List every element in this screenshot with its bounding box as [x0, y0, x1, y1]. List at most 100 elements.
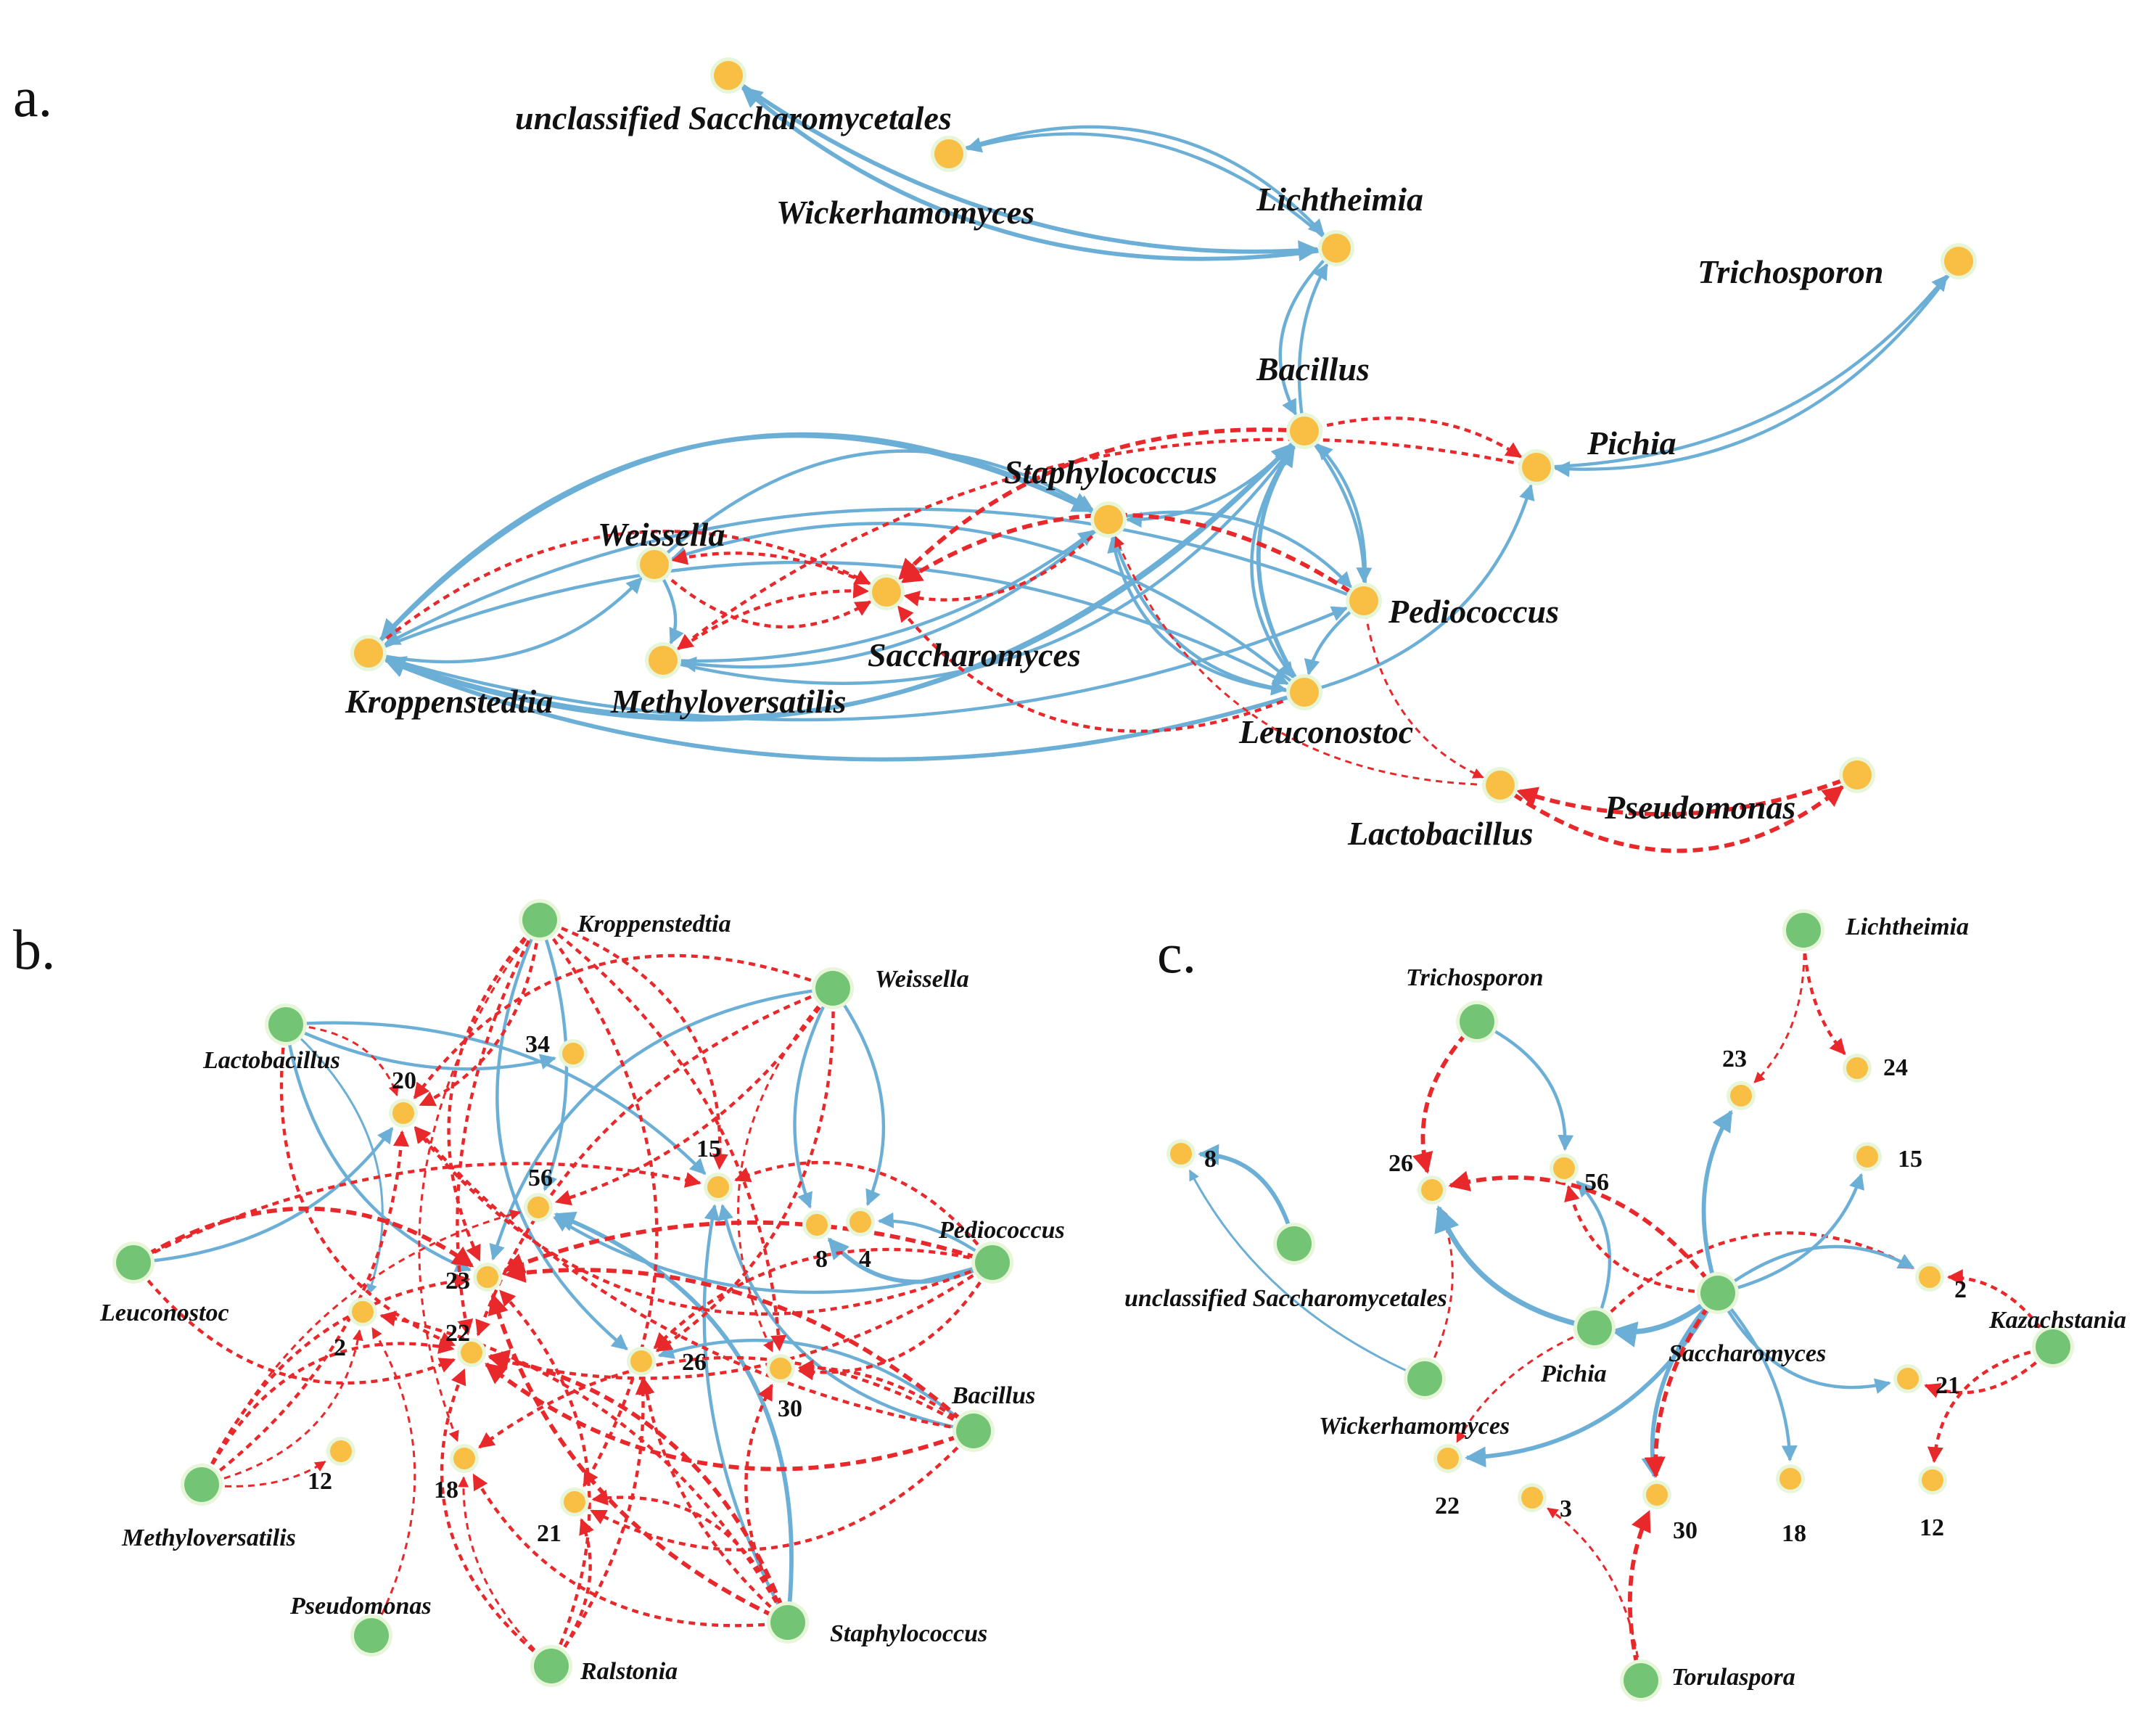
edge-pediococcus-to-b20: [413, 1126, 993, 1316]
node-label: Leuconostoc: [99, 1300, 229, 1326]
node-label: Leuconostoc: [1238, 713, 1413, 750]
node-c24: 24: [1843, 1054, 1908, 1083]
node-label: Weissella: [598, 516, 725, 553]
node-methyloversatilis: Methyloversatilis: [121, 1464, 296, 1551]
node-label: 22: [445, 1320, 470, 1347]
edge-kroppenstedtia-to-saccharomyces: [367, 530, 871, 655]
edge-pediococcus-to-lactobacillus: [1362, 600, 1484, 779]
edge-staphylococcus-to-b23: [487, 1293, 789, 1625]
edge-kazachstania-to-c12: [1927, 1345, 2054, 1464]
node-b21: 21: [537, 1488, 589, 1547]
node-label: Trichosporon: [1698, 253, 1883, 290]
edge-methyloversatilis-to-b2: [201, 1329, 363, 1486]
node-dot: [1856, 1146, 1878, 1168]
node-dot: [2036, 1329, 2070, 1364]
edge-leuconostoc-to-b15: [132, 1162, 701, 1264]
edge-kroppenstedtia-to-b18: [418, 919, 541, 1443]
node-weissella: Weissella: [598, 516, 725, 583]
node-label: Lactobacillus: [1347, 815, 1534, 852]
node-c15: 15: [1853, 1142, 1922, 1173]
node-label: 26: [1388, 1150, 1413, 1177]
node-label: 8: [1204, 1146, 1217, 1173]
node-dot: [268, 1007, 303, 1042]
node-label: Kroppenstedtia: [577, 911, 731, 937]
node-lichtheimia: Lichtheimia: [1782, 909, 1969, 951]
edge-leuconostoc-to-pichia: [1304, 483, 1535, 694]
edge-saccharomyces-to-c18: [1716, 1292, 1798, 1462]
node-label: Saccharomyces: [868, 636, 1081, 673]
edge-lichtheimia-to-c24: [1801, 930, 1846, 1056]
edge-pediococcus-to-kroppenstedtia: [384, 507, 1365, 646]
node-pediococcus: Pediococcus: [1346, 583, 1559, 630]
node-dot: [1290, 417, 1319, 446]
node-dot: [630, 1350, 652, 1372]
node-label: 22: [1435, 1493, 1460, 1519]
edge-methyloversatilis-to-b23: [200, 1273, 471, 1485]
node-b4: 4: [846, 1207, 875, 1273]
node-label: 4: [859, 1246, 871, 1273]
node-b30: 30: [766, 1354, 802, 1422]
node-label: 34: [525, 1031, 550, 1058]
edge-unclassified-saccharomycetales-to-c8: [1198, 1144, 1296, 1244]
edge-leuconostoc-to-b22: [132, 1261, 456, 1385]
edge-kroppenstedtia-to-b23: [447, 919, 541, 1262]
edge-wickerhamomyces-to-lichtheimia: [948, 125, 1325, 236]
node-dot: [934, 139, 963, 168]
edge-kroppenstedtia-to-b21: [538, 919, 659, 1488]
node-label: Pseudomonas: [1604, 789, 1795, 826]
node-label: Lichtheimia: [1256, 181, 1423, 218]
node-dot: [1349, 586, 1378, 615]
node-pediococcus: Pediococcus: [938, 1217, 1065, 1284]
node-dot: [562, 1043, 584, 1064]
node-c56: 56: [1550, 1154, 1609, 1196]
edge-staphylococcus-to-b15: [702, 1204, 789, 1624]
node-label: 24: [1883, 1054, 1908, 1081]
node-trichosporon: Trichosporon: [1406, 964, 1544, 1043]
node-label: Lichtheimia: [1845, 914, 1969, 940]
node-wickerhamomyces: Wickerhamomyces: [1319, 1358, 1510, 1440]
node-leuconostoc: Leuconostoc: [1238, 674, 1413, 750]
node-dot: [461, 1342, 482, 1363]
edge-weissella-to-b26: [655, 988, 835, 1353]
node-dot: [330, 1440, 352, 1462]
node-ralstonia: Ralstonia: [530, 1645, 678, 1687]
node-kroppenstedtia: Kroppenstedtia: [345, 635, 553, 720]
node-lactobacillus: Lactobacillus: [1347, 767, 1534, 852]
node-label: 30: [778, 1395, 802, 1422]
edge-weissella-to-staphylococcus: [653, 449, 1094, 566]
edge-ralstonia-to-b18: [458, 1476, 553, 1667]
panel-a-letter: a.: [13, 65, 52, 128]
edge-staphylococcus-to-b2: [379, 1310, 789, 1624]
node-dot: [1779, 1468, 1801, 1490]
node-leuconostoc: Leuconostoc: [99, 1242, 229, 1326]
node-b18: 18: [434, 1444, 479, 1503]
node-label: 2: [334, 1334, 346, 1361]
node-dot: [806, 1214, 828, 1236]
node-weissella: Weissella: [812, 966, 969, 1009]
node-b2: 2: [334, 1297, 377, 1361]
node-dot: [354, 639, 383, 668]
edge-bacillus-to-b18: [478, 1355, 975, 1449]
node-label: Pediococcus: [938, 1217, 1065, 1244]
edge-leuconostoc-to-saccharomyces: [897, 605, 1305, 733]
node-label: Staphylococcus: [1004, 454, 1217, 491]
node-label: 3: [1560, 1495, 1572, 1522]
edge-pediococcus-to-b26: [653, 1247, 993, 1350]
node-c23: 23: [1722, 1046, 1756, 1110]
node-dot: [1170, 1143, 1192, 1165]
edge-pseudomonas-to-b2: [370, 1327, 416, 1636]
node-c18: 18: [1776, 1464, 1806, 1547]
node-dot: [1460, 1004, 1494, 1039]
node-bacillus: Bacillus: [951, 1382, 1035, 1452]
node-torulaspora: Torulaspora: [1620, 1659, 1795, 1702]
node-c22: 22: [1433, 1444, 1462, 1519]
edge-weissella-to-b4: [831, 987, 886, 1207]
node-label: unclassified Saccharomycetales: [1124, 1285, 1447, 1312]
edge-pichia-to-c56: [1576, 1181, 1612, 1329]
edge-unclassified-saccharomycetales-to-lichtheimia: [727, 73, 1320, 262]
edge-bacillus-to-b23: [503, 1262, 975, 1433]
node-dot: [1730, 1085, 1752, 1107]
edge-ralstonia-to-b23: [499, 1289, 591, 1667]
edge-lactobacillus-to-pseudomonas: [1499, 783, 1845, 853]
node-trichosporon: Trichosporon: [1698, 243, 1977, 290]
